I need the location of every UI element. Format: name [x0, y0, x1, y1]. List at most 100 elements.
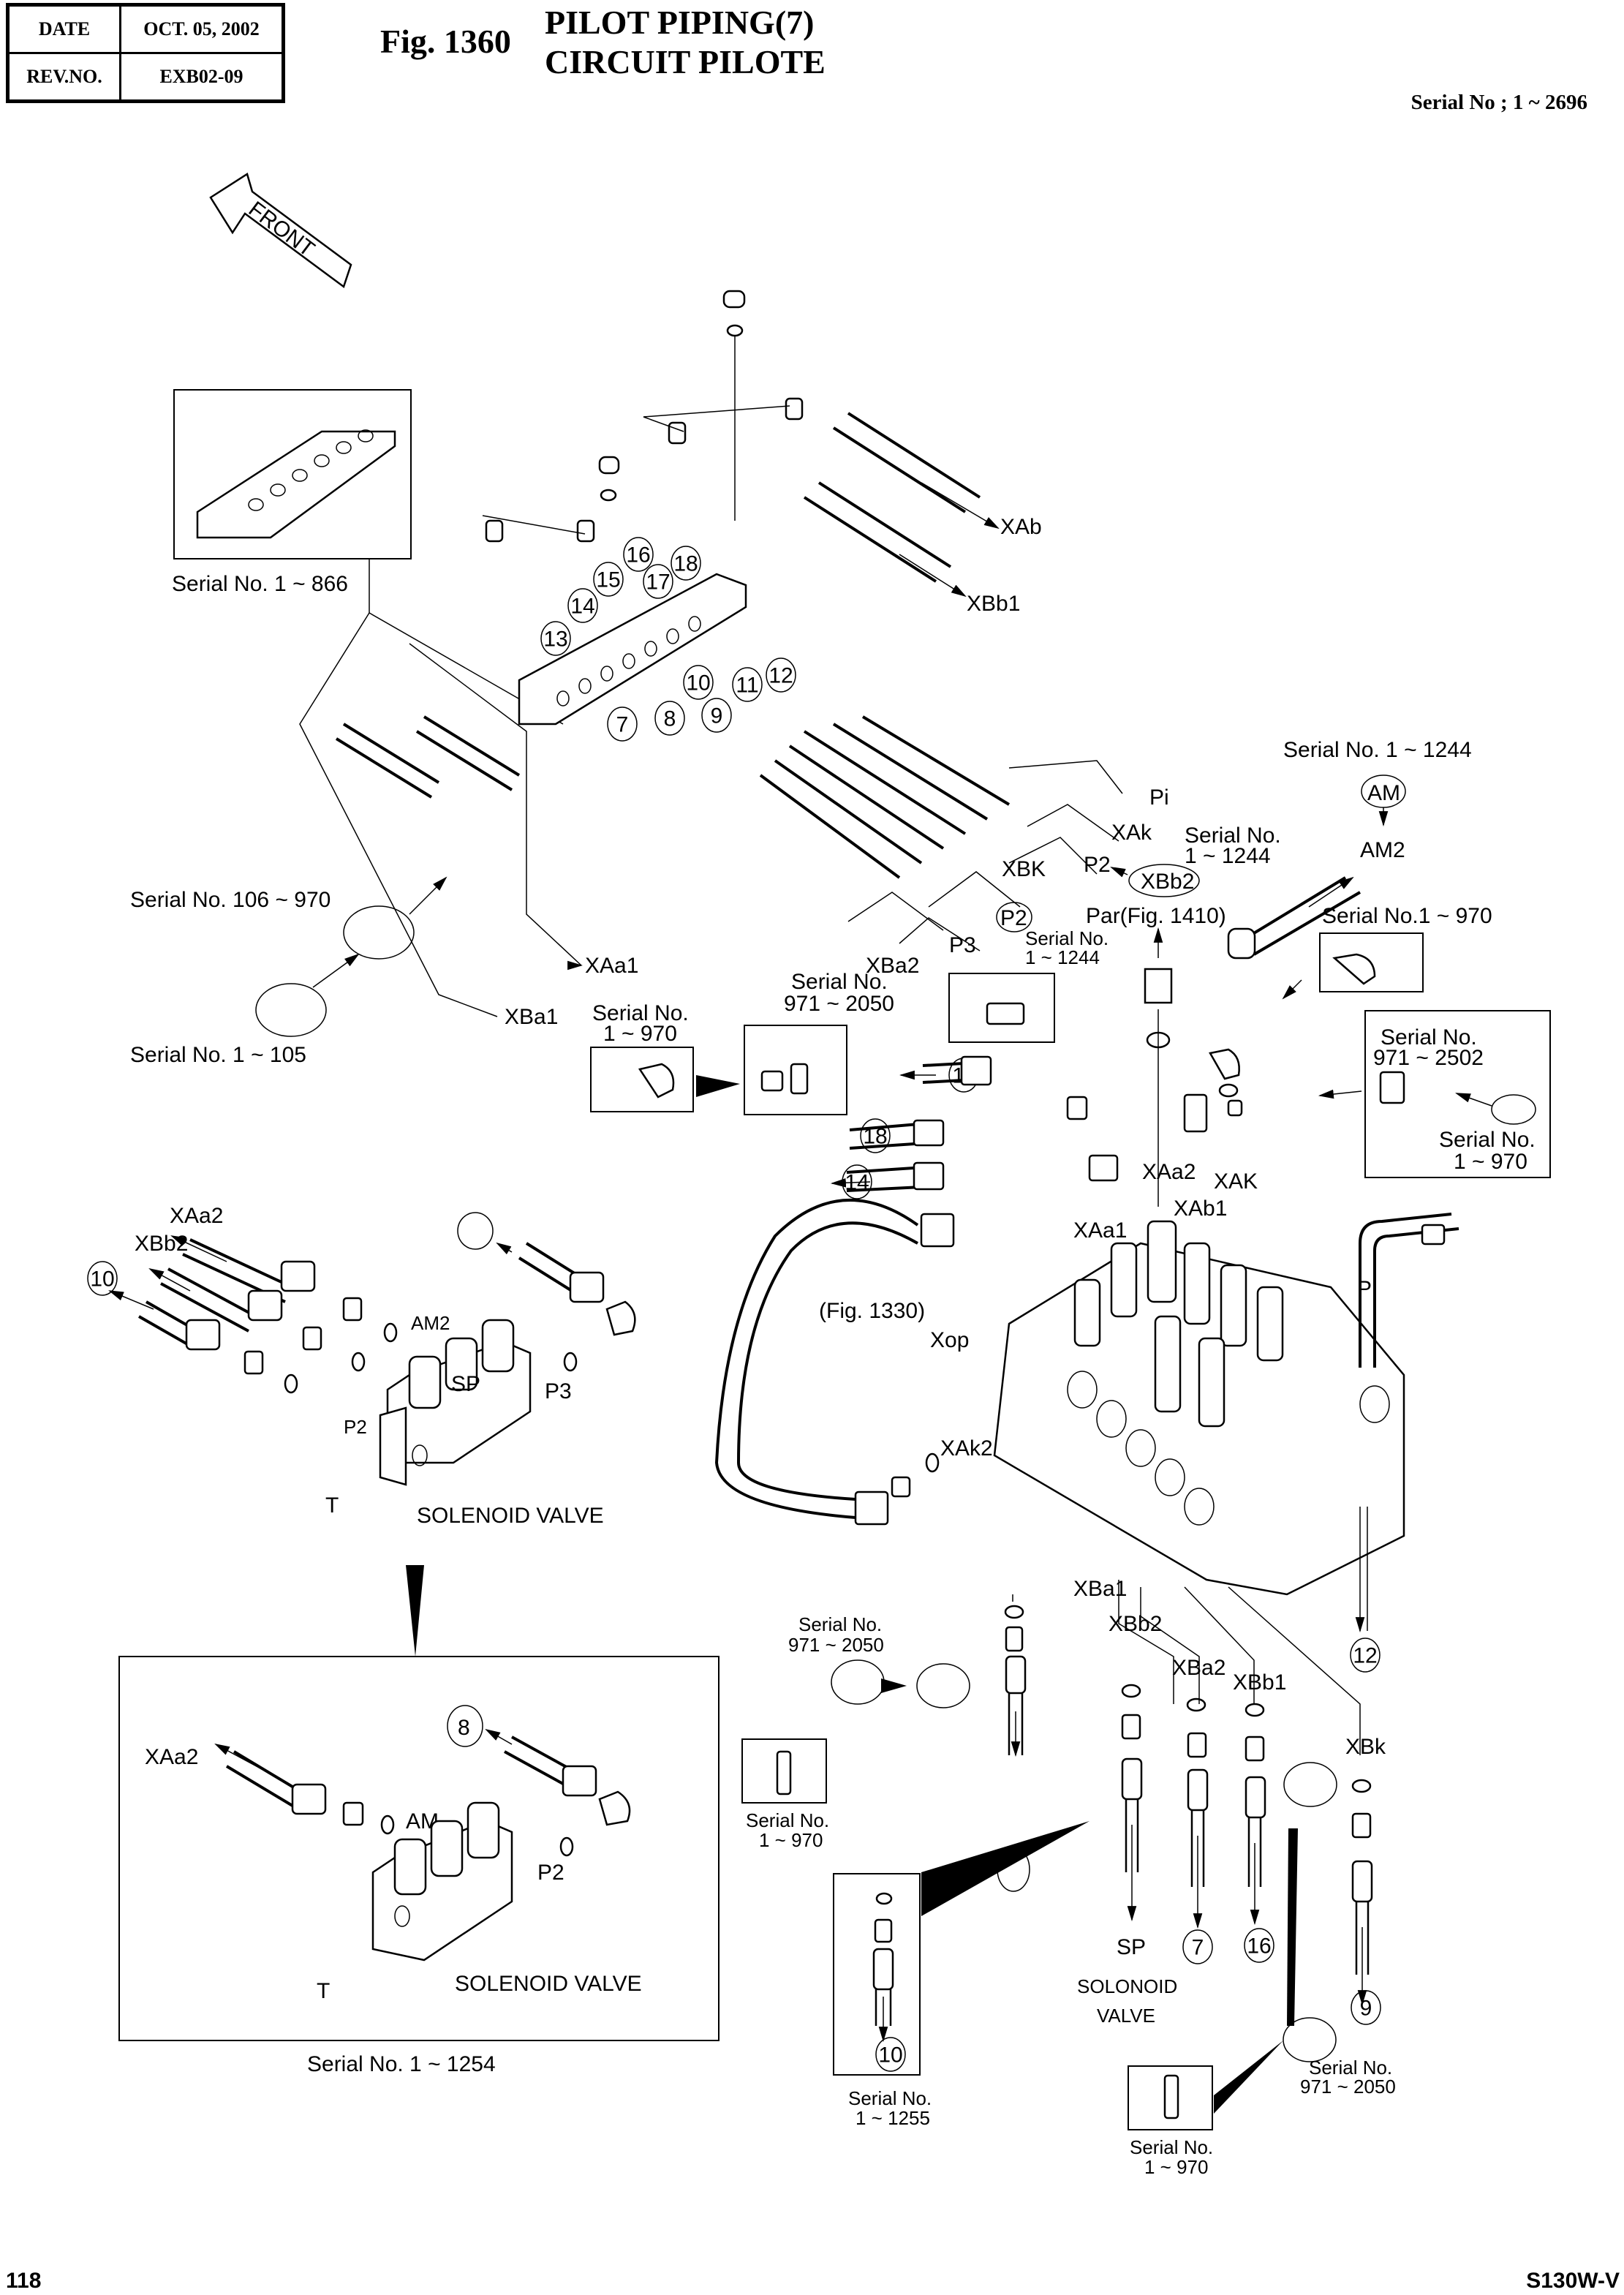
note-serial-no-2502: Serial No. — [1381, 1025, 1477, 1049]
note-solonoid: SOLONOID — [1077, 1975, 1177, 1997]
callout-circle — [1182, 1929, 1213, 1964]
port-label-sp-sv: SP — [451, 1372, 480, 1396]
date-label: DATE — [7, 4, 121, 54]
inset-elbow-1-970-left: Serial No. 1 ~ 970 — [590, 1001, 740, 1112]
port-label-xbk-lower: XBk — [1345, 1735, 1386, 1759]
hoses-top-right: XAb XBb1 — [803, 412, 1042, 616]
serial-range: Serial No ; 1 ~ 2696 — [1410, 91, 1587, 114]
note-range-1-970-l: 1 ~ 970 — [603, 1022, 677, 1046]
callout-11: 11 — [732, 667, 763, 702]
figure-number: Fig. 1360 — [380, 23, 511, 60]
callout-16: 16 — [1244, 1928, 1274, 1963]
note-par-fig-1410: Par(Fig. 1410) — [1086, 904, 1226, 928]
rev-label: REV.NO. — [7, 52, 121, 102]
port-label-xbb1-lower: XBb1 — [1233, 1670, 1286, 1695]
callout-circle — [607, 706, 638, 742]
note-range-1-1255: 1 ~ 1255 — [856, 2107, 930, 2129]
note-serial-1-1244-am: Serial No. 1 ~ 1244 — [1283, 738, 1472, 762]
callout-circle — [643, 564, 673, 599]
port-label-xbb2-sv1: XBb2 — [135, 1232, 188, 1256]
callout-circle — [701, 698, 732, 733]
model-code: S130W-V — [1526, 2269, 1620, 2293]
callout-10: 10 — [87, 1261, 118, 1296]
port-label-p3-sv: P3 — [545, 1379, 572, 1403]
serial-variant-group-left: Serial No. 106 ~ 970 Serial No. 1 ~ 105 — [130, 876, 447, 1067]
rev-value: EXB02-09 — [119, 52, 284, 102]
callout-16: 16 — [623, 537, 654, 572]
solenoid-valve-label-upper: SOLENOID VALVE — [417, 1504, 604, 1528]
port-label-xbb2-lower: XBb2 — [1109, 1612, 1162, 1636]
hose-bundle-main — [759, 715, 1123, 951]
port-label-xbk: XBK — [1002, 857, 1046, 881]
port-label-sp-lower: SP — [1117, 1935, 1146, 1959]
callout-circle — [593, 562, 624, 597]
callout-number: 10 — [878, 2043, 902, 2068]
port-label-xba1-lower: XBa1 — [1073, 1577, 1127, 1601]
note-serial-no-2050-ll: Serial No. — [798, 1613, 882, 1635]
note-fig-1330: (Fig. 1330) — [819, 1299, 925, 1323]
note-serial-no-xbb2: Serial No. — [1185, 824, 1281, 848]
callout-circle — [683, 665, 714, 700]
serial-variant-971-2050-lower-right: Serial No. 971 ~ 2050 Serial No. 1 ~ 970 — [1128, 2017, 1396, 2178]
callout-7: 7 — [1182, 1929, 1213, 1964]
serial-variant-971-2050-lower-left: Serial No. 971 ~ 2050 Serial No. 1 ~ 970 — [741, 1613, 970, 1851]
hoses-11-18-14 — [830, 1048, 1243, 1192]
figure-title: PILOT PIPING(7) CIRCUIT PILOTE — [545, 3, 826, 82]
note-serial-no-2050-t: Serial No. — [791, 970, 888, 994]
callout-8-inset: 8 — [458, 1716, 470, 1740]
note-range-971-2050-ll: 971 ~ 2050 — [788, 1634, 884, 1656]
port-label-xbb1: XBb1 — [967, 592, 1020, 616]
note-serial-1-866: Serial No. 1 ~ 866 — [172, 572, 348, 596]
port-label-t-sv1: T — [325, 1493, 339, 1518]
port-label-xak: XAk — [1111, 821, 1152, 845]
note-serial-no-970-lr: Serial No. — [1130, 2136, 1213, 2158]
port-label-xab: XAb — [1000, 515, 1042, 539]
callout-circle — [1244, 1928, 1274, 1963]
callout-number: 8 — [664, 707, 676, 731]
note-serial-1-105: Serial No. 1 ~ 105 — [130, 1043, 306, 1067]
inset-971-2502: Serial No. 971 ~ 2502 Serial No. 1 ~ 970 — [1318, 1010, 1551, 1178]
callout-circle — [875, 2037, 906, 2072]
inset-adapter-1-1244 — [948, 973, 1055, 1043]
title-english: PILOT PIPING(7) — [545, 4, 815, 41]
note-range-1-970-r: 1 ~ 970 — [1454, 1150, 1527, 1174]
note-range-1-970-lr: 1 ~ 970 — [1144, 2156, 1208, 2178]
note-serial-no-970-r: Serial No. — [1439, 1128, 1536, 1152]
callout-17: 17 — [643, 564, 673, 599]
callout-12: 12 — [1350, 1638, 1381, 1673]
callout-number: 18 — [673, 552, 698, 576]
callout-number: 16 — [626, 543, 650, 568]
callout-circle — [732, 667, 763, 702]
hoses-left — [299, 612, 583, 1017]
note-serial-no-2050-lr: Serial No. — [1309, 2057, 1392, 2079]
note-serial-no-970-l: Serial No. — [592, 1001, 689, 1025]
serial-variant-am: Serial No. 1 ~ 1244 AM AM2 Serial No. 1 … — [1110, 738, 1472, 960]
callout-circle — [1350, 1638, 1381, 1673]
inset-elbow-1-970-right: Serial No.1 ~ 970 — [1282, 904, 1492, 1000]
note-serial-106-970: Serial No. 106 ~ 970 — [130, 888, 331, 912]
note-range-1-1244-xbb2: 1 ~ 1244 — [1185, 844, 1271, 868]
callout-number: 12 — [768, 664, 793, 688]
callout-number: 9 — [711, 704, 723, 728]
port-label-xaa1: XAa1 — [585, 954, 638, 978]
callout-15: 15 — [593, 562, 624, 597]
port-label-p2: P2 — [1084, 853, 1111, 877]
callout-circle — [623, 537, 654, 572]
callout-circle — [860, 1118, 891, 1153]
inset-pointer-triangle — [406, 1565, 424, 1657]
callout-number: 10 — [686, 671, 710, 696]
callout-10: 10 — [875, 2037, 906, 2072]
callout-circle — [671, 546, 701, 581]
callout-number: 9 — [1360, 1997, 1372, 2021]
lower-vertical-hoses — [997, 1580, 1373, 2026]
port-label-pi-top: Pi — [1149, 785, 1169, 810]
revision-table: DATE OCT. 05, 2002 REV.NO. EXB02-09 — [6, 3, 285, 103]
port-label-p2-sv2: P2 — [537, 1861, 564, 1885]
main-control-valve — [993, 1213, 1459, 1633]
callout-number: 12 — [1353, 1644, 1377, 1668]
callout-circle — [87, 1261, 118, 1296]
port-label-xak-upper: XAK — [1214, 1169, 1258, 1194]
port-label-xba1: XBa1 — [505, 1005, 558, 1029]
callout-circle — [567, 588, 598, 623]
page-number: 118 — [6, 2269, 42, 2293]
